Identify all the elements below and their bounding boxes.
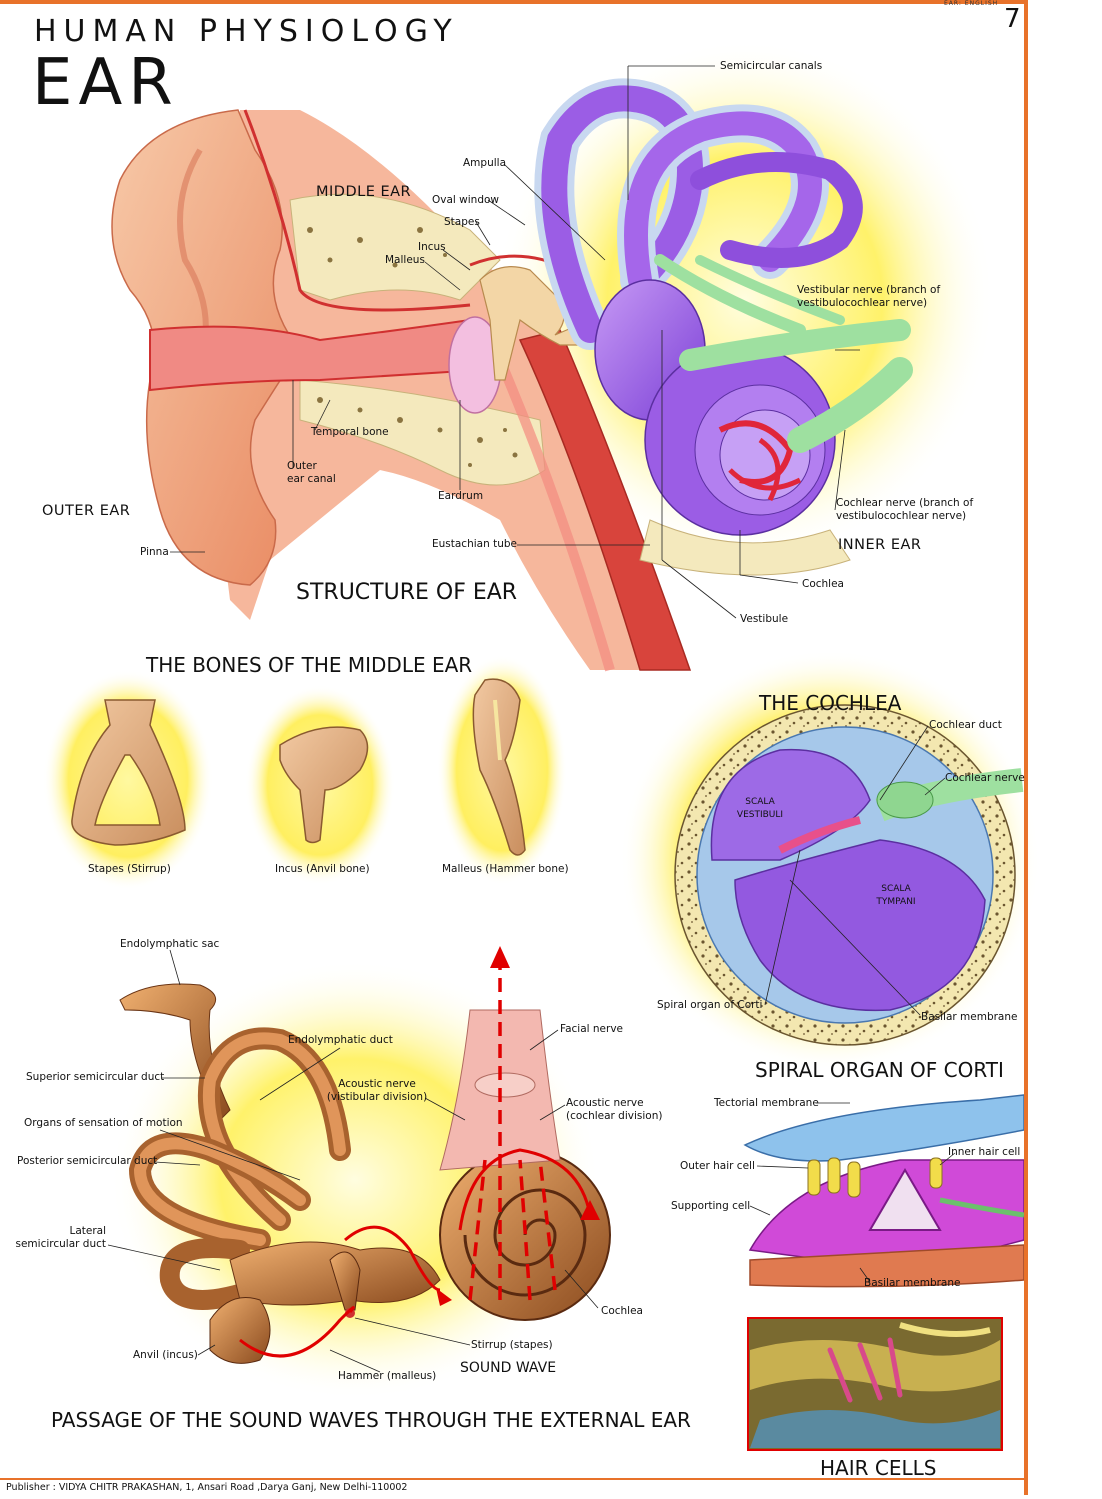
incus-bone [279,726,369,844]
label-scala-tympani: SCALA TYMPANI [876,884,916,907]
label-acoustic-nerve-vestibular: Acoustic nerve (vistibular division) [326,1078,428,1103]
label-basilar-membrane-corti: Basilar membrane [864,1277,961,1289]
label-temporal-bone: Temporal bone [311,426,389,438]
label-malleus-hammer: Malleus (Hammer bone) [442,863,569,875]
label-supporting-cell: Supporting cell [671,1200,751,1212]
semicircular-ducts [128,1027,351,1310]
label-eardrum: Eardrum [438,490,484,502]
middle-ear-bones-diagram [43,655,567,890]
label-superior-semicircular-duct: Superior semicircular duct [26,1071,165,1083]
label-spiral-organ-corti: Spiral organ of Corti [657,999,763,1011]
label-cochlear-duct: Cochlear duct [929,719,1002,731]
label-acoustic-nerve-cochlear: Acoustic nerve (cochlear division) [566,1097,663,1122]
label-facial-nerve: Facial nerve [560,1023,623,1035]
scala-tympani [734,839,986,1012]
cochlea-spiral [644,344,836,536]
label-endolymphatic-sac: Endolymphatic sac [120,938,220,950]
section-inner-ear: INNER EAR [838,537,922,553]
label-sound-wave: SOUND WAVE [460,1360,557,1376]
label-ampulla: Ampulla [463,157,506,169]
hair-cells-image [747,1317,1003,1451]
label-organs-sensation-motion: Organs of sensation of motion [24,1117,183,1129]
label-vestibular-nerve: Vestibular nerve (branch of vestibulococ… [797,284,941,309]
label-incus-anvil: Incus (Anvil bone) [275,863,370,875]
section-outer-ear: OUTER EAR [42,503,131,519]
ossicle-chain [209,1297,271,1364]
label-cochlea: Cochlea [802,578,844,590]
cochlea-cross-section [620,650,1040,1070]
section-middle-ear: MIDDLE EAR [316,184,412,200]
publisher-line: Publisher : VIDYA CHITR PRAKASHAN, 1, An… [6,1482,408,1493]
label-inner-hair-cell: Inner hair cell [948,1146,1021,1158]
poster-title: EAR [32,46,179,120]
label-stapes-stirrup: Stapes (Stirrup) [88,863,171,875]
label-cochlea-passage: Cochlea [601,1305,643,1317]
label-cochlear-nerve-small: Cochlear nerve [945,772,1025,784]
heading-bones-middle-ear: THE BONES OF THE MIDDLE EAR [146,653,473,677]
label-hammer-malleus: Hammer (malleus) [338,1370,437,1382]
label-basilar-membrane-cochlea: Basilar membrane [921,1011,1018,1023]
heading-passage-sound-waves: PASSAGE OF THE SOUND WAVES THROUGH THE E… [51,1408,691,1432]
middle-ear-ossicles [479,266,606,381]
label-stapes: Stapes [444,216,480,228]
tectorial-membrane [743,1094,1025,1162]
stapes-bone [71,699,186,846]
vestibulocochlear-nerves [654,254,913,453]
structure-of-ear-diagram [111,40,995,672]
label-lateral-semicircular-duct: Lateral semicircular duct [15,1225,107,1250]
poster-tag: EAR: ENGLISH [944,0,999,7]
heading-structure-of-ear: STRUCTURE OF EAR [296,580,518,605]
label-cochlear-nerve: Cochlear nerve (branch of vestibulocochl… [836,497,974,522]
poster-subject: HUMAN PHYSIOLOGY [34,14,459,49]
cochlea-coil [439,1149,611,1321]
page-number: 7 [1004,4,1021,34]
label-outer-hair-cell: Outer hair cell [680,1160,755,1172]
label-tectorial-membrane: Tectorial membrane [714,1097,819,1109]
organ-of-corti-diagram [743,1094,1025,1288]
label-oval-window: Oval window [432,194,500,206]
label-pinna: Pinna [140,546,169,558]
label-malleus: Malleus [385,254,425,266]
label-scala-vestibuli: SCALA VESTIBULI [736,797,784,820]
label-vestibule: Vestibule [740,613,789,625]
label-incus: Incus [418,241,446,253]
label-anvil-incus: Anvil (incus) [133,1349,198,1361]
label-eustachian-tube: Eustachian tube [432,538,517,550]
heading-hair-cells: HAIR CELLS [820,1456,937,1480]
label-posterior-semicircular-duct: Posterior semicircular duct [17,1155,158,1167]
malleus-bone [472,678,526,856]
sound-passage-diagram [107,946,611,1400]
eustachian-tube [518,329,692,671]
label-outer-ear-canal: Outer ear canal [287,460,336,485]
label-stirrup-stapes: Stirrup (stapes) [471,1339,553,1351]
label-endolymphatic-duct: Endolymphatic duct [288,1034,393,1046]
heading-spiral-organ-corti: SPIRAL ORGAN OF CORTI [755,1058,1004,1082]
footer-divider [0,1478,1028,1480]
heading-the-cochlea: THE COCHLEA [759,691,902,715]
semicircular-canals [534,78,863,350]
label-semicircular-canals: Semicircular canals [720,60,823,72]
